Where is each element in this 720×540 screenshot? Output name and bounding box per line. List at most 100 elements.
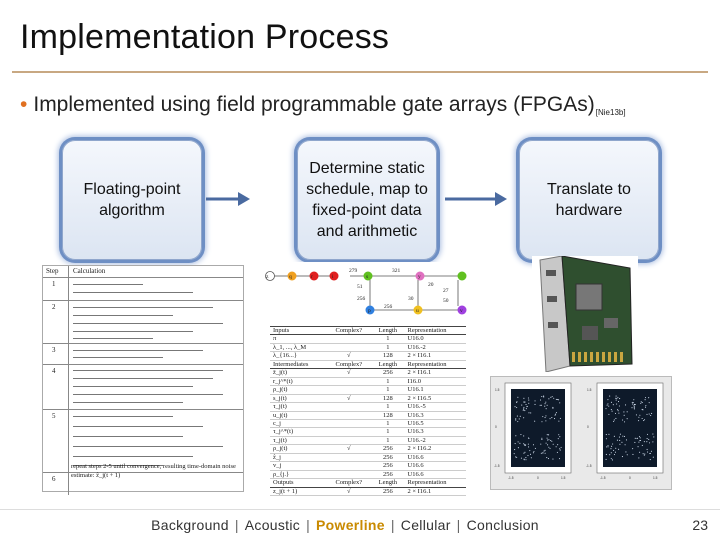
format-cell: 256 <box>371 444 405 454</box>
graph-edge-label: 256 <box>357 296 366 302</box>
format-cell: U16.-2 <box>404 436 466 446</box>
algorithm-step-row: 3 <box>43 344 243 365</box>
scatter-x-tick: 0 <box>629 476 631 480</box>
format-cell: √ <box>326 487 372 497</box>
format-cell: U16.6 <box>404 461 466 471</box>
scatter-y-tick: 0 <box>495 425 497 429</box>
format-cell: τ_j^*(t) <box>270 427 327 437</box>
format-cell: λ_{16...} <box>270 351 327 361</box>
flow-box-line: Translate to <box>547 181 631 198</box>
nav-item-powerline[interactable]: Powerline <box>316 517 385 533</box>
format-cell: 2 × I16.1 <box>404 368 466 378</box>
nav-item-conclusion[interactable]: Conclusion <box>466 517 539 533</box>
format-cell: ρ_j(t) <box>270 385 327 395</box>
format-cell: τ_j(t) <box>270 436 327 446</box>
nav-separator: | <box>390 517 395 533</box>
format-cell <box>326 419 372 429</box>
flow-arrow-right-icon <box>206 192 250 206</box>
nav-separator: | <box>234 517 239 533</box>
step-number: 1 <box>52 280 56 288</box>
step-number: 4 <box>52 367 56 375</box>
format-cell: U16.5 <box>404 419 466 429</box>
format-cell: 256 <box>371 368 405 378</box>
scatter-y-tick: 0 <box>587 425 589 429</box>
graph-node-label: y <box>418 274 421 280</box>
slide-title: Implementation Process <box>20 18 390 56</box>
scatter-y-tick: -1.5 <box>494 464 500 468</box>
format-cell: r_j^*(t) <box>270 377 327 387</box>
format-cell <box>326 470 372 480</box>
flow-box-line: algorithm <box>99 202 165 219</box>
format-cell: 1 <box>371 436 405 446</box>
graph-node-label: i <box>332 274 334 280</box>
nav-item-acoustic[interactable]: Acoustic <box>244 517 301 533</box>
format-cell: √ <box>326 351 372 361</box>
format-cell: u_j(t) <box>270 411 327 421</box>
format-header-cell: Length <box>371 359 405 370</box>
format-cell: √ <box>326 444 372 454</box>
page-number: 23 <box>692 517 708 533</box>
scatter-x-tick: -1.5 <box>600 476 606 480</box>
graph-node-label: s <box>366 274 368 280</box>
title-divider <box>12 71 708 73</box>
scatter-x-tick: 0 <box>537 476 539 480</box>
scatter-x-tick: 1.5 <box>653 476 658 480</box>
graph-edge-label: 30 <box>408 296 414 302</box>
flow-box-hardware: Translate to hardware <box>519 140 659 260</box>
graph-edge-label: 20 <box>428 282 434 288</box>
format-cell <box>326 343 372 353</box>
format-cell <box>326 377 372 387</box>
step-number: 3 <box>52 346 56 354</box>
nav-item-cellular[interactable]: Cellular <box>400 517 451 533</box>
format-header-cell: Outputs <box>270 478 327 488</box>
format-cell: 2 × I16.1 <box>404 351 466 361</box>
footer-divider <box>0 509 720 510</box>
format-cell: √ <box>326 394 372 404</box>
format-cell: √ <box>326 368 372 378</box>
format-cell: z̄_j(t) <box>270 368 327 378</box>
format-header-cell: Inputs <box>270 325 327 336</box>
graph-edge-label: 27 <box>443 288 449 294</box>
graph-edge-label: 321 <box>392 268 401 274</box>
graph-edge-label: 50 <box>443 298 449 304</box>
format-cell: U16.3 <box>404 427 466 437</box>
format-header-cell: Length <box>371 478 405 488</box>
format-cell: 256 <box>371 470 405 480</box>
format-header-cell: Intermediates <box>270 359 327 370</box>
format-cell <box>326 334 372 344</box>
graph-edge-label: 51 <box>357 284 363 290</box>
scatter-x-tick: 1.5 <box>561 476 566 480</box>
format-cell: U16.0 <box>404 334 466 344</box>
format-cell: 256 <box>371 487 405 497</box>
format-cell: U16.3 <box>404 411 466 421</box>
format-header-cell: Length <box>371 325 405 336</box>
format-cell: 128 <box>371 411 405 421</box>
bullet-marker: • <box>20 93 28 116</box>
scatter-y-tick: 1.5 <box>587 388 592 392</box>
flow-box-schedule: Determine static schedule, map to fixed-… <box>297 140 437 260</box>
format-cell: ρ_j(t) <box>270 444 327 454</box>
format-cell: τ_j(t) <box>270 402 327 412</box>
step-number: 5 <box>52 412 56 420</box>
scatter-y-tick: -1.5 <box>586 464 592 468</box>
fpga-board-image <box>532 256 638 372</box>
format-cell: 1 <box>371 377 405 387</box>
format-header-cell: Representation <box>404 478 466 488</box>
graph-edge-label: 279 <box>349 268 358 274</box>
format-cell: 1 <box>371 334 405 344</box>
schedule-graph-diagram: z q r i s y p u v 279 51 321 256 256 20 … <box>258 262 474 324</box>
algorithm-step-row: 2 <box>43 301 243 344</box>
format-cell <box>326 427 372 437</box>
nav-item-background[interactable]: Background <box>151 517 229 533</box>
